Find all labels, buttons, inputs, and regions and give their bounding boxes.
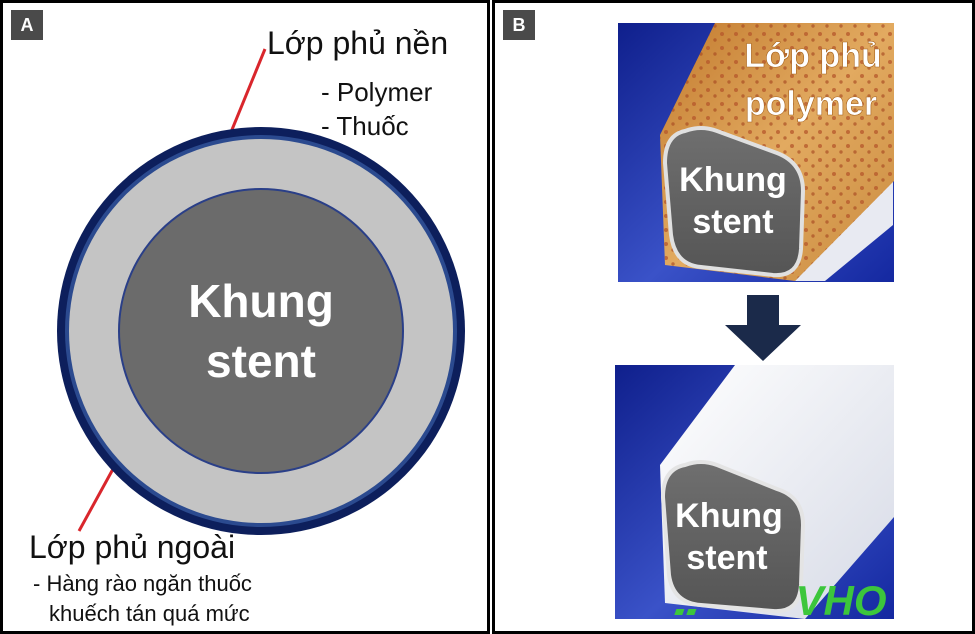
polymer-coating-label-line1: Lớp phủ: [744, 37, 881, 75]
outer-coating-desc-line2: khuếch tán quá mức: [49, 601, 250, 626]
outer-coating-title: Lớp phủ ngoài: [29, 529, 236, 565]
base-coating-item-polymer: - Polymer: [321, 77, 433, 107]
down-arrow-icon: [725, 295, 801, 361]
core-label-line1: Khung: [188, 275, 334, 327]
core-label-line2: stent: [206, 335, 316, 387]
panel-a-diagram: Khung stent: [57, 48, 465, 535]
top-core-label-line2: stent: [692, 203, 773, 241]
top-stent-core: [662, 126, 806, 278]
outer-coating-pointer: [77, 468, 115, 532]
base-coating-title: Lớp phủ nền: [267, 25, 449, 61]
panel-a-label: A: [11, 10, 43, 40]
top-core-label-line1: Khung: [679, 161, 787, 199]
panel-b-label: B: [503, 10, 535, 40]
panel-a: A Khung stent Lớp phủ nền - Polymer - Th…: [0, 0, 490, 634]
watermark-dot-1: [674, 609, 685, 615]
polymer-coating-label-line2: polymer: [745, 85, 877, 123]
bottom-stent-image: [615, 365, 894, 619]
watermark-dot-2: [686, 609, 697, 615]
top-stent-image: [618, 23, 894, 282]
panel-b-diagram: Lớp phủ polymer Khung stent Khung stent …: [615, 23, 894, 624]
panel-b: B: [492, 0, 975, 634]
bottom-stent-core: [660, 460, 806, 614]
bottom-core-label-line1: Khung: [675, 497, 783, 535]
base-coating-item-drug: - Thuốc: [321, 111, 409, 141]
outer-coating-desc-line1: - Hàng rào ngăn thuốc: [33, 571, 252, 596]
stent-core: [118, 188, 404, 474]
watermark-logo: VHO: [795, 577, 886, 624]
bottom-core-label-line2: stent: [686, 539, 767, 577]
